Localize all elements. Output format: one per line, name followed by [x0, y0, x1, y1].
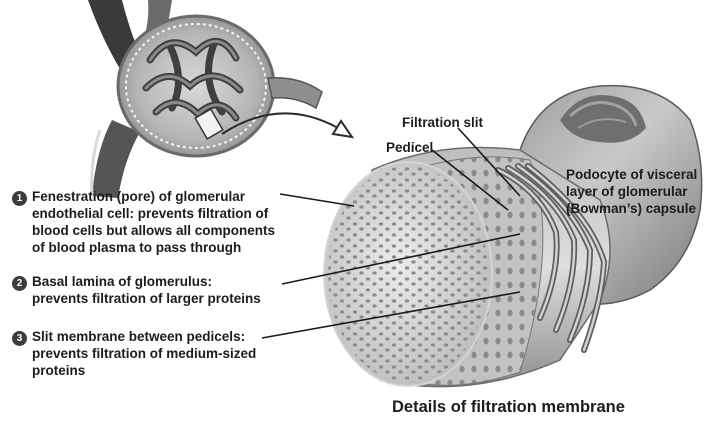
item-1-line-2: endothelial cell: prevents filtration of: [32, 205, 275, 222]
zoom-arrowhead: [333, 121, 352, 137]
item-1-line-4: of blood plasma to pass through: [32, 239, 275, 256]
item-3-line-1: Slit membrane between pedicels:: [32, 328, 256, 345]
number-badge-2: 2: [12, 276, 27, 291]
item-3-line-2: prevents filtration of medium-sized: [32, 345, 256, 362]
number-badge-1: 1: [12, 191, 27, 206]
number-badge-3: 3: [12, 331, 27, 346]
label-podocyte-line-2: layer of glomerular: [566, 183, 697, 200]
item-3-text: Slit membrane between pedicels: prevents…: [32, 328, 256, 379]
item-2-line-1: Basal lamina of glomerulus:: [32, 273, 261, 290]
endothelium-disc-illustration: [324, 162, 492, 386]
item-1-line-3: blood cells but allows all components: [32, 222, 275, 239]
item-1-line-1: Fenestration (pore) of glomerular: [32, 188, 275, 205]
item-2-line-2: prevents filtration of larger proteins: [32, 290, 261, 307]
figure-caption: Details of filtration membrane: [392, 398, 625, 417]
item-2-text: Basal lamina of glomerulus: prevents fil…: [32, 273, 261, 307]
label-podocyte: Podocyte of visceral layer of glomerular…: [566, 166, 697, 217]
label-podocyte-line-3: (Bowman’s) capsule: [566, 200, 697, 217]
label-podocyte-line-1: Podocyte of visceral: [566, 166, 697, 183]
item-3-line-3: proteins: [32, 362, 256, 379]
label-pedicel: Pedicel: [386, 139, 433, 156]
renal-corpuscle-illustration: [88, 0, 322, 198]
item-1-text: Fenestration (pore) of glomerular endoth…: [32, 188, 275, 256]
leader-fenestration: [280, 194, 354, 206]
label-filtration-slit: Filtration slit: [402, 114, 483, 131]
